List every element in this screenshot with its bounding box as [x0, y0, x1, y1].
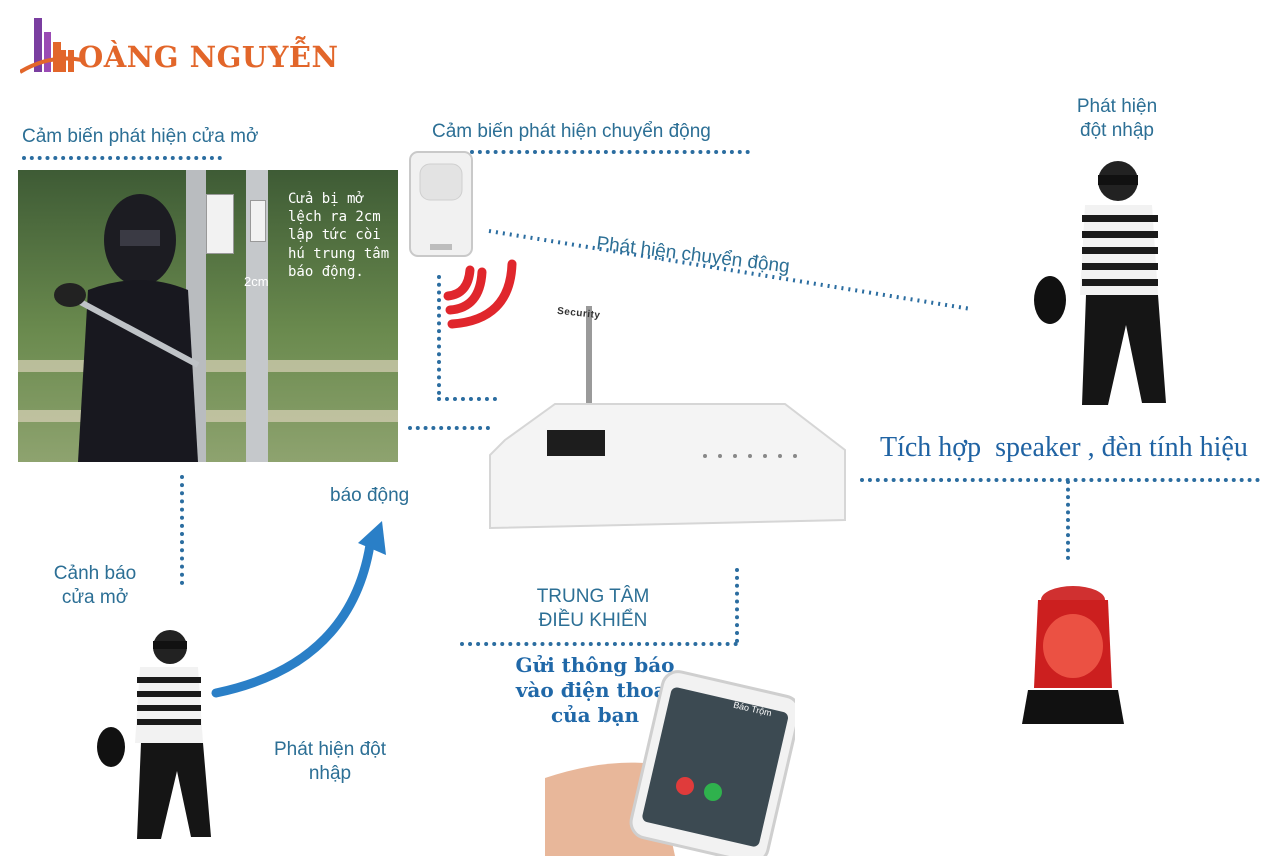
burglar-icon-bottom	[97, 630, 211, 839]
door-intrusion-photo: Cửa bị mở lệch ra 2cm lập tức còi hú tru…	[18, 170, 398, 462]
intrusion-top-label: Phát hiện đột nhập	[1076, 96, 1158, 141]
motion-sensor-icon	[409, 151, 473, 257]
connector-line	[180, 475, 184, 585]
door-note-text: Cửa bị mở lệch ra 2cm lập tức còi hú tru…	[288, 191, 390, 280]
arrow-icon	[211, 521, 386, 698]
brand-logo: OÀNG NGUYỄN	[20, 14, 360, 78]
connector-line	[22, 156, 222, 160]
siren-icon	[1022, 586, 1124, 724]
connector-line	[437, 397, 497, 401]
integrated-caption: Tích hợp speaker , đèn tính hiệu	[880, 432, 1248, 463]
notification-caption: Gửi thông báo vào điện thoại của bạn	[515, 653, 675, 727]
motion-sensor-label: Cảm biến phát hiện chuyển động	[432, 121, 711, 142]
connector-line	[860, 478, 1260, 482]
control-center-label: TRUNG TÂM ĐIỀU KHIỂN	[536, 586, 650, 631]
intrusion-bottom-label: Phát hiện đột nhập	[274, 739, 386, 784]
smartphone-icon: Báo Trộm	[545, 668, 795, 856]
building-logo-icon	[20, 18, 83, 74]
connector-line	[1066, 480, 1070, 560]
burglar-icon	[1034, 161, 1166, 405]
connector-line	[408, 426, 490, 430]
burglar-figure	[54, 194, 200, 462]
connector-line	[460, 642, 738, 646]
connector-line	[735, 568, 739, 643]
connector-line-diagonal	[488, 229, 972, 311]
gap-measure-text: 2cm	[244, 274, 269, 289]
brand-name: OÀNG NGUYỄN	[78, 40, 339, 74]
control-panel-device: Security	[485, 300, 855, 535]
door-sensor-label: Cảm biến phát hiện cửa mở	[22, 126, 259, 147]
door-warning-label: Cảnh báo cửa mở	[53, 563, 137, 608]
signal-waves-icon	[443, 259, 517, 329]
connector-line	[437, 275, 441, 395]
alarm-label: báo động	[330, 485, 410, 506]
connector-line	[470, 150, 750, 154]
